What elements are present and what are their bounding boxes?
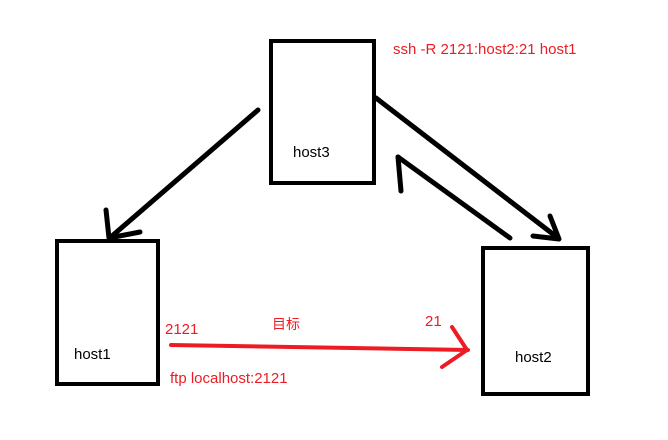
arrow-host3-to-host2-head <box>530 213 562 242</box>
arrow-host3-to-host2-shaft <box>373 95 561 241</box>
node-host3: host3 <box>269 39 376 185</box>
node-host2: host2 <box>481 246 590 396</box>
arrow-host3-to-host1-shaft <box>109 107 261 239</box>
ssh-command-label: ssh -R 2121:host2:21 host1 <box>393 41 576 58</box>
port-remote-label: 21 <box>425 313 442 330</box>
arrow-ftp-tunnel-shaft <box>169 343 470 352</box>
arrow-host2-to-host3 <box>395 154 513 241</box>
ftp-command-label: ftp localhost:2121 <box>170 370 288 387</box>
arrow-ftp-tunnel <box>169 325 470 369</box>
node-host1-box <box>55 239 160 386</box>
arrow-ftp-tunnel-head <box>440 325 469 369</box>
port-local-label: 2121 <box>165 321 198 338</box>
arrow-host2-to-host3-head <box>395 154 404 194</box>
arrow-host3-to-host1 <box>103 107 261 241</box>
node-host2-label: host2 <box>515 349 552 366</box>
node-host3-label: host3 <box>293 144 330 161</box>
arrow-host2-to-host3-shaft <box>395 154 513 241</box>
arrow-host3-to-host1-head <box>103 207 143 241</box>
node-host1: host1 <box>55 239 160 386</box>
arrow-host3-to-host2 <box>373 95 562 242</box>
node-host1-label: host1 <box>74 346 111 363</box>
target-label: 目标 <box>272 317 300 333</box>
node-host2-box <box>481 246 590 396</box>
node-host3-box <box>269 39 376 185</box>
